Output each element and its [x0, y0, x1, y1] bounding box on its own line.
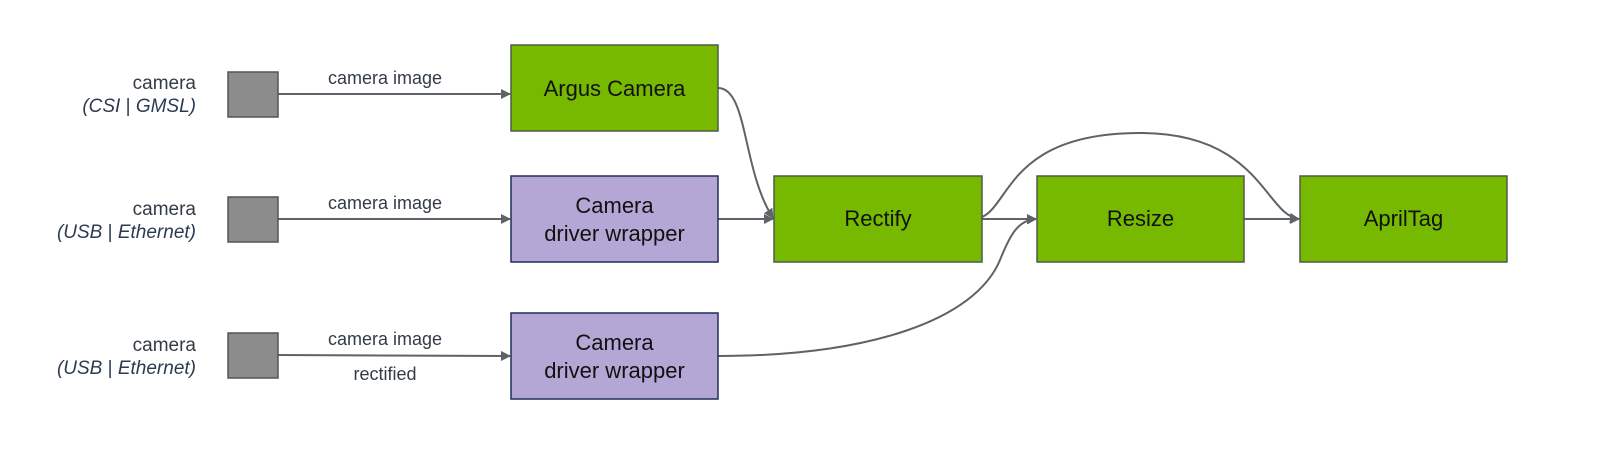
- edge-argus-to-rectify: [717, 87, 774, 219]
- source-sublabel-part: (USB: [57, 358, 103, 379]
- source-sublabel-part: |: [102, 358, 118, 379]
- node-box: [1036, 175, 1245, 263]
- edges: [277, 87, 1300, 361]
- edge-rectify-to-apriltag: [981, 131, 1300, 223]
- node-box: [773, 175, 983, 263]
- node-label: Resize: [1107, 206, 1174, 231]
- source-label: camera: [133, 335, 197, 356]
- source-camera-csi: camera (CSI | GMSL): [82, 71, 279, 118]
- node-label: AprilTag: [1364, 206, 1443, 231]
- node-label-line-1: Camera: [575, 330, 654, 355]
- edge-label-src1: camera image: [328, 68, 442, 88]
- node-label-line-2: driver wrapper: [544, 358, 685, 383]
- node-rectify: Rectify: [773, 175, 983, 263]
- source-sublabel-part: Ethernet): [118, 222, 196, 243]
- source-sublabel-part: Ethernet): [118, 358, 196, 379]
- node-camera-driver-wrapper-2: Camera driver wrapper: [510, 312, 719, 400]
- node-label-line-2: driver wrapper: [544, 221, 685, 246]
- source-sublabel-part: GMSL): [136, 96, 196, 117]
- source-sublabel: (USB | Ethernet): [57, 222, 196, 243]
- source-label: camera: [133, 73, 197, 94]
- node-camera-driver-wrapper-1: Camera driver wrapper: [510, 175, 719, 263]
- source-sublabel: (CSI | GMSL): [82, 96, 196, 117]
- source-sublabel-part: |: [120, 96, 136, 117]
- node-label-line-1: Camera: [575, 193, 654, 218]
- node-label: Argus Camera: [544, 76, 687, 101]
- node-argus-camera: Argus Camera: [510, 44, 719, 132]
- node-resize: Resize: [1036, 175, 1245, 263]
- source-box: [227, 332, 279, 379]
- source-sublabel-part: (CSI: [82, 96, 121, 117]
- edge-label-src3-rectified: rectified: [353, 364, 416, 384]
- edge-label-src2: camera image: [328, 193, 442, 213]
- source-camera-usb-1: camera (USB | Ethernet): [57, 196, 279, 243]
- source-label: camera: [133, 199, 197, 220]
- source-box: [227, 196, 279, 243]
- source-sublabel-part: (USB: [57, 222, 103, 243]
- node-apriltag: AprilTag: [1299, 175, 1508, 263]
- node-box: [510, 44, 719, 132]
- edge-driver2-to-resize: [717, 214, 1037, 357]
- node-box: [1299, 175, 1508, 263]
- node-box: [510, 175, 719, 263]
- source-box: [227, 71, 279, 118]
- edge-label-src3: camera image: [328, 329, 442, 349]
- edge-src3-to-driver2: [277, 350, 511, 361]
- node-box: [510, 312, 719, 400]
- node-label: Rectify: [844, 206, 911, 231]
- source-sublabel: (USB | Ethernet): [57, 358, 196, 379]
- source-camera-usb-2: camera (USB | Ethernet): [57, 332, 279, 379]
- source-sublabel-part: |: [102, 222, 118, 243]
